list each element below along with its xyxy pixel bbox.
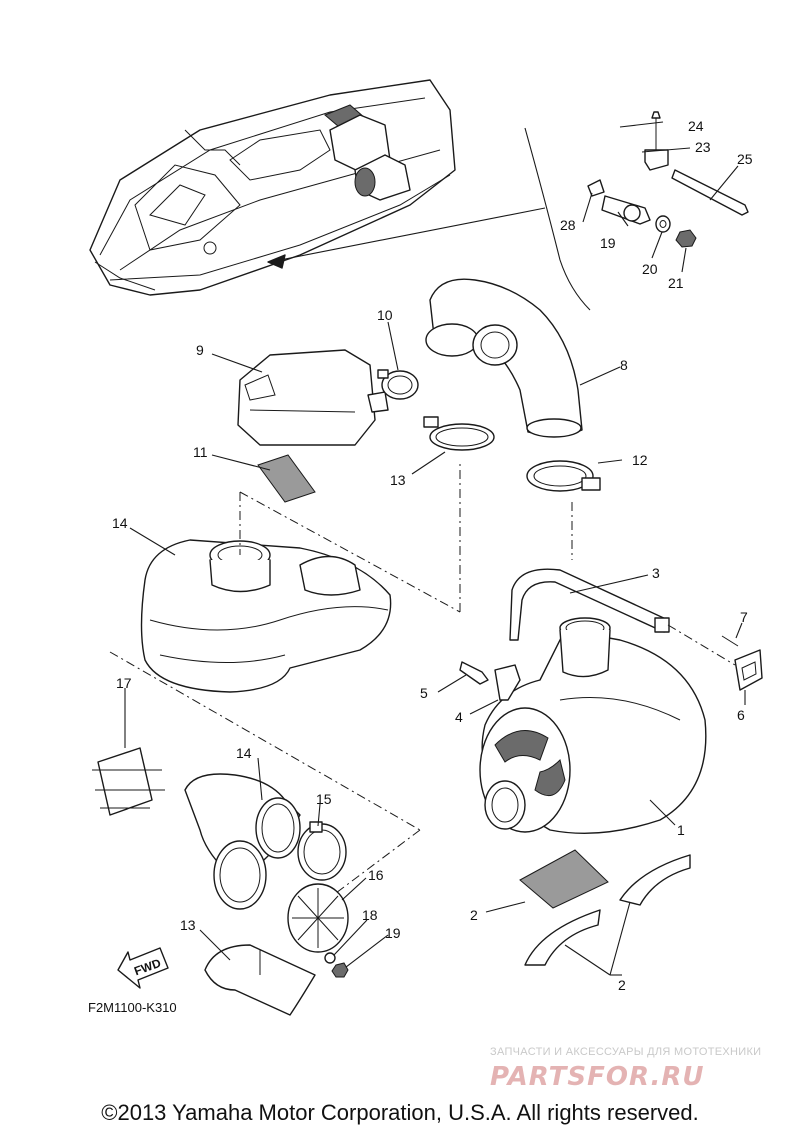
clamp-12 [526, 460, 601, 492]
callout-19: 17 [116, 675, 132, 691]
callout-12: 12 [632, 452, 648, 468]
silencer-1 [479, 617, 707, 835]
watercraft-outline [89, 79, 456, 296]
callout-26: 24 [688, 118, 704, 134]
callout-2a: 2 [470, 907, 478, 923]
watermark-brand: PARTSFOR.RU [490, 1062, 704, 1092]
callout-21: 19 [385, 925, 401, 941]
fwd-arrow-icon [117, 947, 169, 989]
callout-4: 4 [455, 709, 463, 725]
figure-code: F2M1100-K310 [88, 1000, 177, 1015]
duct-16 [184, 773, 301, 910]
callout-16: 14 [236, 745, 252, 761]
callout-25: 23 [695, 139, 711, 155]
callout-28: 28 [560, 217, 576, 233]
pad-11 [257, 454, 316, 503]
clamp-17 [297, 821, 347, 881]
bolt-5 [459, 661, 489, 685]
clamp-10 [377, 369, 419, 400]
plate-18 [287, 883, 349, 953]
flange-19 [92, 747, 165, 816]
bracket-4 [494, 664, 521, 701]
callout-7: 7 [740, 609, 748, 625]
callout-14: 14 [112, 515, 128, 531]
callout-10: 10 [377, 307, 393, 323]
callout-1: 1 [677, 822, 685, 838]
nut-21 [331, 962, 349, 978]
callout-3: 3 [652, 565, 660, 581]
callout-24: 21 [668, 275, 684, 291]
pad-15 [204, 944, 316, 1016]
grommet-bolt-set [587, 111, 749, 248]
callout-17: 15 [316, 791, 332, 807]
callout-18: 16 [368, 867, 384, 883]
watermark-tagline: ЗАПЧАСТИ И АКСЕССУАРЫ ДЛЯ МОТОТЕХНИКИ [490, 1046, 761, 1058]
callout-5: 5 [420, 685, 428, 701]
copyright-footer: ©2013 Yamaha Motor Corporation, U.S.A. A… [101, 1100, 699, 1125]
callout-23: 20 [642, 261, 658, 277]
callout-6: 6 [737, 707, 745, 723]
callout-20: 18 [362, 907, 378, 923]
callout-9: 9 [196, 342, 204, 358]
callout-15: 13 [180, 917, 196, 933]
strap-3 [509, 568, 670, 641]
bracket-6 [734, 649, 763, 691]
duct-8 [425, 278, 583, 438]
pad-2 [519, 849, 691, 966]
callout-13: 13 [390, 472, 406, 488]
callout-11: 11 [193, 444, 208, 460]
callout-8: 8 [620, 357, 628, 373]
housing-9 [237, 349, 389, 446]
callout-22: 19 [600, 235, 616, 251]
callout-27: 25 [737, 151, 753, 167]
washer-20 [324, 952, 336, 964]
chamber-14 [140, 539, 392, 693]
callout-labels: 24 23 25 28 19 20 21 8 9 10 11 12 13 14 … [112, 118, 753, 993]
callout-2b: 2 [618, 977, 626, 993]
pin-7 [721, 635, 739, 647]
clamp-13 [423, 416, 495, 451]
